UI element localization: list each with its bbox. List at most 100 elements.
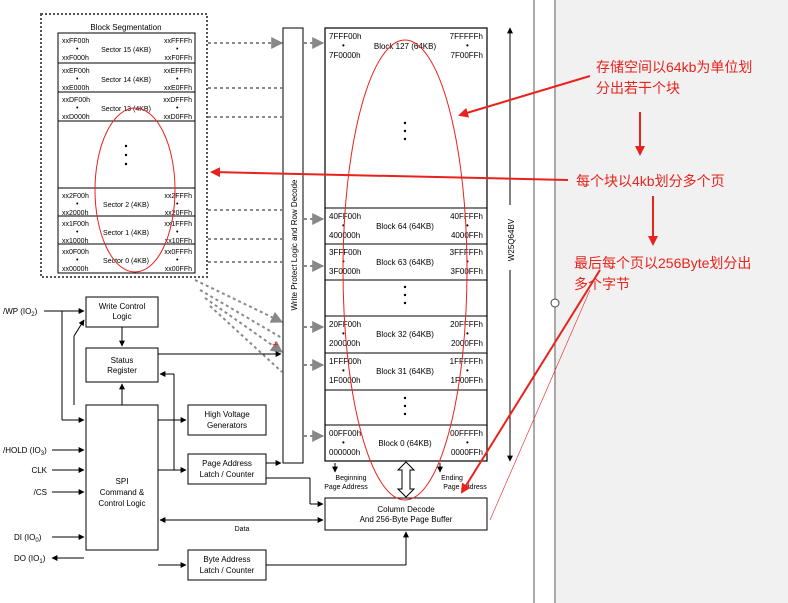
sector-label: Sector 15 (4KB) bbox=[101, 47, 151, 54]
high-voltage-line1: High Voltage bbox=[204, 410, 250, 419]
block-right-bottom-address: 4000FFh bbox=[451, 231, 483, 240]
sector-bullet: • bbox=[176, 105, 179, 112]
spi-line3: Control Logic bbox=[98, 499, 145, 508]
ellipsis-dot bbox=[403, 137, 407, 141]
write-protect-row-decode bbox=[282, 27, 304, 464]
ellipsis-dot bbox=[403, 412, 407, 416]
segmentation-title: Block Segmentation bbox=[90, 23, 161, 32]
block-label: Block 0 (64KB) bbox=[378, 439, 432, 448]
block-bottom-address: 400000h bbox=[329, 231, 360, 240]
ellipsis-dot bbox=[124, 153, 128, 157]
ellipsis-dot bbox=[403, 404, 407, 408]
pin-do: DO (IO1) bbox=[14, 554, 46, 565]
block-right-top-address: 20FFFFh bbox=[450, 320, 483, 329]
column-decode-line1: Column Decode bbox=[377, 505, 435, 514]
block-top-address: 7FFF00h bbox=[329, 32, 361, 41]
block-bullet: • bbox=[342, 221, 345, 230]
page-latch-line1: Page Address bbox=[202, 459, 252, 468]
sector-bullet: • bbox=[176, 257, 179, 264]
sector-top-address: xx2F00h bbox=[62, 193, 89, 200]
block-bullet: • bbox=[342, 41, 345, 50]
pin-clk: CLK bbox=[31, 466, 47, 475]
block-label: Block 32 (64KB) bbox=[376, 330, 434, 339]
block-label: Block 64 (64KB) bbox=[376, 222, 434, 231]
sector-bullet: • bbox=[76, 257, 79, 264]
annotation-text-1a: 存储空间以64kb为单位划 bbox=[596, 59, 752, 75]
sector-right-bottom-address: xxF0FFh bbox=[164, 55, 192, 62]
block-right-bottom-address: 0000FFh bbox=[451, 448, 483, 457]
sector-top-address: xxEF00h bbox=[62, 68, 90, 75]
block-bullet: • bbox=[466, 438, 469, 447]
block-bottom-address: 7F0000h bbox=[329, 51, 361, 60]
sector-bullet: • bbox=[76, 76, 79, 83]
sector-top-address: xx1F00h bbox=[62, 221, 89, 228]
block-top-address: 1FFF00h bbox=[329, 357, 361, 366]
byte-address-latch-box bbox=[187, 549, 267, 581]
block-bullet: • bbox=[466, 221, 469, 230]
spi-line2: Command & bbox=[100, 488, 145, 497]
sector-right-top-address: xxEFFFh bbox=[164, 68, 192, 75]
ellipsis-dot bbox=[403, 293, 407, 297]
write-protect-label: Write Protect Logic and Row Decode bbox=[290, 179, 299, 311]
ellipsis-dot bbox=[124, 162, 128, 166]
sector-top-address: xxFF00h bbox=[62, 38, 89, 45]
pin-hold: /HOLD (IO3) bbox=[3, 446, 47, 457]
annotation-text-1b: 分出若干个块 bbox=[596, 80, 680, 96]
ellipsis-dot bbox=[124, 144, 128, 148]
page-latch-line2: Latch / Counter bbox=[200, 470, 255, 479]
write-control-line1: Write Control bbox=[99, 302, 146, 311]
sector-label: Sector 1 (4KB) bbox=[103, 230, 149, 237]
block-bullet: • bbox=[466, 257, 469, 266]
block-bullet: • bbox=[466, 329, 469, 338]
block-right-top-address: 00FFFFh bbox=[450, 429, 483, 438]
block-bullet: • bbox=[342, 329, 345, 338]
block-bullet: • bbox=[342, 366, 345, 375]
block-label: Block 127 (64KB) bbox=[374, 42, 437, 51]
write-control-box bbox=[85, 296, 159, 328]
ellipsis-dot bbox=[403, 121, 407, 125]
annotation-arrow-3 bbox=[460, 269, 601, 494]
status-register-line1: Status bbox=[111, 356, 134, 365]
annotation-text-3a: 最后每个页以256Byte划分出 bbox=[574, 255, 751, 271]
blocks-highlight-ellipse bbox=[342, 39, 468, 501]
sector-right-bottom-address: xxD0FFh bbox=[164, 114, 193, 121]
sector-top-address: xxDF00h bbox=[62, 97, 90, 104]
sector-right-top-address: xx1FFFh bbox=[164, 221, 192, 228]
annotation-plus-mark: + bbox=[272, 339, 278, 351]
column-decode-box bbox=[324, 497, 488, 531]
column-decode-line2: And 256-Byte Page Buffer bbox=[360, 515, 453, 524]
sector-bottom-address: xxE000h bbox=[62, 85, 89, 92]
ending-page-address-line1: Ending bbox=[441, 475, 463, 482]
block-bottom-address: 000000h bbox=[329, 448, 360, 457]
sector-bottom-address: xxF000h bbox=[62, 55, 89, 62]
ellipsis-dot bbox=[403, 396, 407, 400]
block-bottom-address: 1F0000h bbox=[329, 376, 361, 385]
block-right-top-address: 7FFFFFh bbox=[450, 32, 483, 41]
status-register-line2: Register bbox=[107, 366, 137, 375]
spi-line1: SPI bbox=[116, 477, 129, 486]
pin-wp: /WP (IO2) bbox=[3, 307, 38, 318]
sector-label: Sector 14 (4KB) bbox=[101, 77, 151, 84]
block-bottom-address: 3F0000h bbox=[329, 267, 361, 276]
segmentation-dotted-frame bbox=[40, 13, 208, 278]
splitter-handle[interactable] bbox=[550, 298, 560, 308]
block-right-bottom-address: 7F00FFh bbox=[451, 51, 483, 60]
block-bullet: • bbox=[466, 41, 469, 50]
high-voltage-box bbox=[187, 404, 267, 436]
block-right-top-address: 40FFFFh bbox=[450, 212, 483, 221]
sector-bottom-address: xx1000h bbox=[62, 238, 89, 245]
page-address-latch-box bbox=[187, 453, 267, 485]
spi-logic-box bbox=[85, 404, 159, 551]
sector-bullet: • bbox=[176, 201, 179, 208]
pin-di: DI (IO0) bbox=[14, 533, 42, 544]
beginning-page-address-line1: Beginning bbox=[335, 475, 366, 482]
sector-right-top-address: xxFFFFh bbox=[164, 38, 192, 45]
segmentation-highlight-ellipse bbox=[94, 107, 176, 273]
high-voltage-line2: Generators bbox=[207, 421, 247, 430]
ellipsis-dot bbox=[403, 129, 407, 133]
block-bottom-address: 200000h bbox=[329, 339, 360, 348]
block-bullet: • bbox=[466, 366, 469, 375]
block-right-top-address: 1FFFFFh bbox=[450, 357, 483, 366]
block-label: Block 31 (64KB) bbox=[376, 367, 434, 376]
